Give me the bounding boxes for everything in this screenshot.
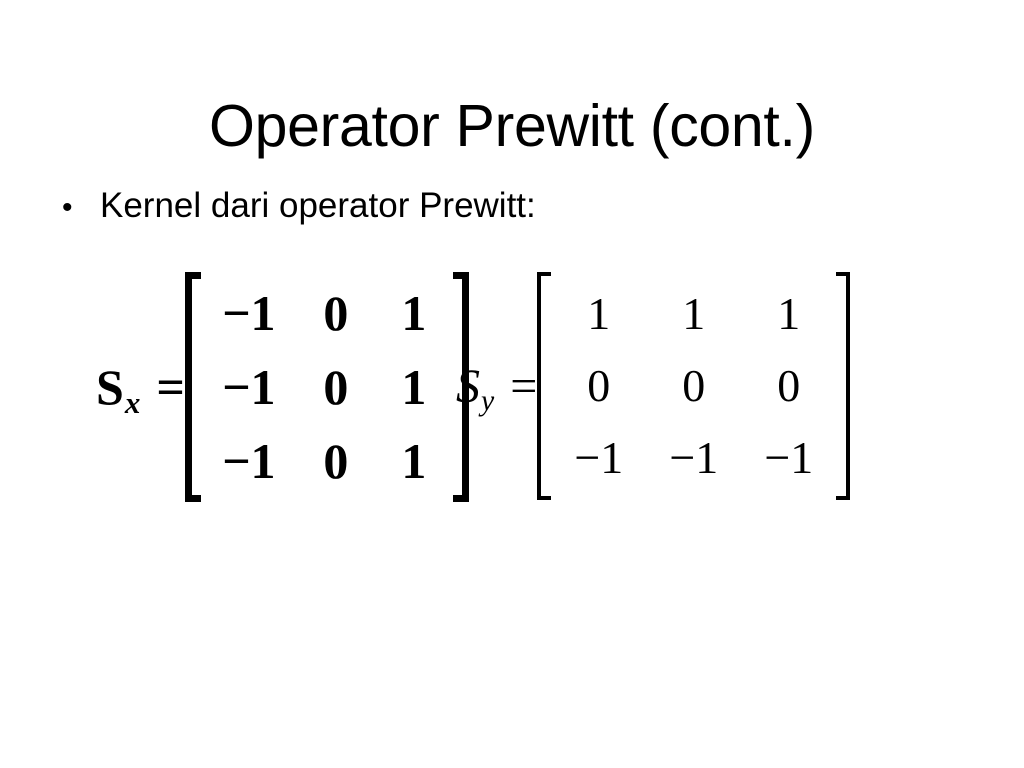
matrix-cell: 1 xyxy=(777,288,801,339)
matrix-cell: −1 xyxy=(222,359,276,415)
symbol-s: S xyxy=(96,359,124,415)
right-bracket xyxy=(836,272,851,500)
matrix-cell: −1 xyxy=(222,285,276,341)
matrix-body: −1 0 1 −1 0 1 −1 0 1 xyxy=(201,272,453,502)
equals-sign: = xyxy=(156,359,185,415)
matrix-cell: 1 xyxy=(401,285,427,341)
matrix-cell: 0 xyxy=(323,359,349,415)
matrix-cell: −1 xyxy=(669,432,719,483)
matrix-cell: 1 xyxy=(587,288,611,339)
bullet-point-icon: • xyxy=(62,191,73,224)
matrix-cell: 0 xyxy=(323,285,349,341)
matrix-cell: −1 xyxy=(764,432,814,483)
bullet-list-item: • Kernel dari operator Prewitt: xyxy=(62,186,536,226)
matrix-row: −1 −1 −1 xyxy=(551,422,836,494)
matrix-cell: 0 xyxy=(587,360,611,411)
symbol-s: S xyxy=(456,359,480,413)
equals-sign: = xyxy=(510,359,538,413)
matrix-cell: 0 xyxy=(682,360,706,411)
page-title: Operator Prewitt (cont.) xyxy=(209,92,815,159)
matrix-cell: 0 xyxy=(323,433,349,489)
matrix-cell: −1 xyxy=(574,432,624,483)
matrix-body: 1 1 1 0 0 0 −1 −1 −1 xyxy=(551,272,836,500)
bullet-item-label: Kernel dari operator Prewitt: xyxy=(100,186,536,225)
subscript-y: y xyxy=(481,384,495,418)
matrix-row: −1 0 1 xyxy=(201,424,453,498)
matrix-cell: 1 xyxy=(401,433,427,489)
matrix-row: 1 1 1 xyxy=(551,278,836,350)
matrix-row: 0 0 0 xyxy=(551,350,836,422)
right-bracket xyxy=(452,272,469,502)
left-bracket xyxy=(537,272,552,500)
matrix-cell: 1 xyxy=(682,288,706,339)
matrix-cell: 1 xyxy=(401,359,427,415)
subscript-x: x xyxy=(124,385,141,421)
matrix-cell: 0 xyxy=(777,360,801,411)
matrix-row: −1 0 1 xyxy=(201,350,453,424)
left-bracket xyxy=(184,272,201,502)
matrix-sx: −1 0 1 −1 0 1 −1 0 1 xyxy=(184,272,469,502)
matrix-sy: 1 1 1 0 0 0 −1 −1 −1 xyxy=(537,272,851,500)
matrix-cell: −1 xyxy=(222,433,276,489)
matrix-row: −1 0 1 xyxy=(201,276,453,350)
